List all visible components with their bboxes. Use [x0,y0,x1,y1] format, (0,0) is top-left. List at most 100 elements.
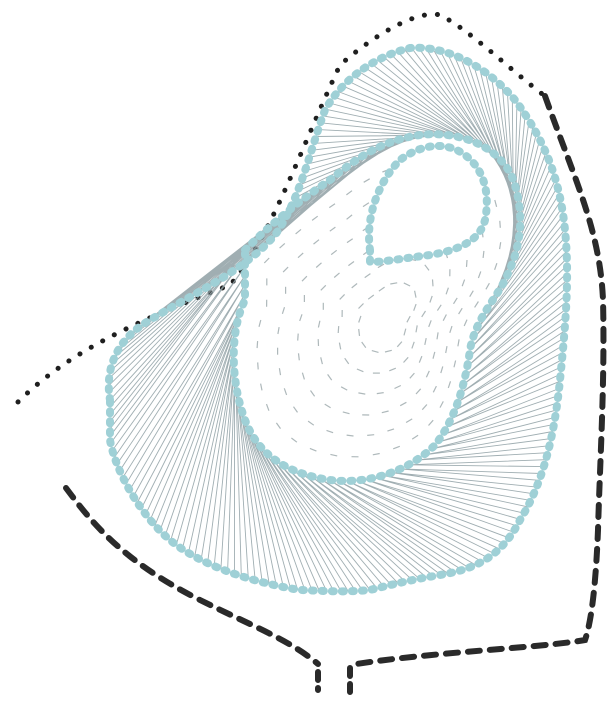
inner-dash [389,368,396,371]
inner-dash [400,402,406,405]
inner-dash [382,411,389,413]
inner-dash [338,326,339,333]
inner-dash [450,326,452,333]
inner-dash [283,267,288,272]
inner-dash [261,384,262,391]
inner-dash [346,191,352,195]
inner-dash [359,304,364,309]
inner-dash [443,315,446,321]
inner-dash [404,329,406,336]
hole-stitch-ring [369,146,487,262]
inner-dash [404,283,410,286]
inner-dash [259,320,261,327]
inner-dash [294,407,298,413]
inner-dash [302,276,307,281]
inner-dash [299,353,300,360]
inner-dash [454,298,458,304]
inner-dash [347,215,353,219]
inner-dash [284,388,286,395]
inner-dash [372,351,379,353]
inner-dash [347,435,354,436]
inner-dash [470,291,474,297]
inner-dash [433,386,436,392]
inner-dash [334,273,339,278]
inner-dash [454,361,456,368]
inner-dash [429,420,434,425]
inner-dash [429,320,432,327]
inner-dash [340,294,345,299]
inner-dash [390,283,397,284]
inner-dash [395,386,401,389]
inner-dash [430,296,432,303]
inner-dash [462,280,464,287]
inner-dash [441,366,443,373]
inner-dash [367,435,374,436]
inner-dash [291,438,297,442]
inner-dash [278,327,279,334]
inner-dash [446,346,447,353]
inner-dash [347,239,353,243]
inner-dash [308,421,314,425]
inner-dash [379,287,385,291]
inner-dash [365,274,371,278]
inner-dash [500,221,501,228]
inner-dash [343,412,350,414]
inner-dash [352,284,357,288]
inner-dash [459,308,463,314]
inner-dash [433,352,435,359]
inner-dash [325,404,331,408]
inner-dash [300,314,302,321]
inner-dash [397,342,402,347]
inner-dash [377,393,384,394]
inner-dash [302,373,304,380]
inner-dash [433,279,434,286]
inner-dash [419,356,422,363]
inner-dash [407,316,410,322]
inner-dash [282,307,284,314]
inner-dash [425,338,426,345]
inner-dash [448,381,450,388]
inner-dash [314,240,320,244]
inner-dash [475,302,479,308]
inner-dash [478,271,480,278]
inner-dash [345,358,349,364]
inner-dash [412,435,418,439]
inner-dash [416,325,417,332]
inner-dash [298,334,299,341]
inner-dash [422,405,427,410]
inner-dash [310,448,317,451]
inner-dash [298,253,303,258]
inner-dash [312,216,318,220]
inner-dash [264,258,269,263]
inner-dash [406,419,412,423]
inner-dash [339,343,340,350]
inner-dash [321,357,323,364]
inner-dash [410,373,415,378]
inner-dash [258,362,259,369]
zigzag-thread [109,48,567,592]
inner-dash [330,227,336,231]
inner-dash [373,454,380,455]
inner-dash [495,200,497,207]
inner-dash [412,342,414,349]
inner-dash [257,341,258,348]
inner-dash [358,393,365,394]
inner-dash [414,304,416,311]
inner-dash [279,368,280,375]
inner-dash [437,332,438,339]
inner-dash [467,260,468,267]
inner-dash [440,401,443,407]
inner-dash [276,423,280,429]
inner-dash [296,229,301,234]
inner-dash [422,311,426,317]
inner-dash [359,316,361,323]
inner-dash [393,446,400,449]
inner-dash [329,204,335,208]
inner-dash [495,263,497,270]
inner-dash [316,263,321,268]
thread-fill-zigzag [109,48,567,592]
inner-dash [486,283,490,289]
inner-dash [328,374,332,380]
